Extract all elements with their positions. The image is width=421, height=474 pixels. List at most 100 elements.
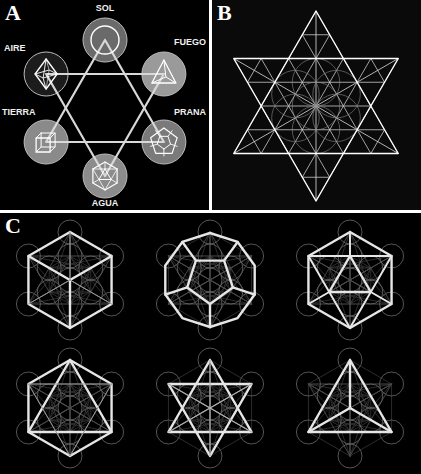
background-line xyxy=(28,256,70,304)
octahedron-symbol xyxy=(43,59,46,89)
octahedron-symbol xyxy=(46,59,49,89)
icosahedron-figure xyxy=(308,292,329,304)
metatron-cube xyxy=(296,348,403,468)
dodecahedron-symbol xyxy=(151,144,158,146)
background-line xyxy=(168,256,251,257)
icosahedron-figure xyxy=(308,232,391,328)
star-outline xyxy=(234,11,399,154)
tetrahedron-figure xyxy=(308,408,350,432)
icosahedron-figure xyxy=(349,232,351,256)
dodecahedron-figure xyxy=(224,242,238,261)
grid-line xyxy=(268,0,421,332)
octahedron-figure xyxy=(28,384,111,456)
metatron-cube xyxy=(156,348,263,468)
icosahedron-symbol xyxy=(105,162,106,169)
icosahedron-figure xyxy=(308,256,329,292)
star-tetrahedron-figure xyxy=(168,408,210,432)
cube-symbol xyxy=(50,147,55,152)
background-circle xyxy=(198,244,222,268)
cube-figure xyxy=(28,280,70,304)
icosahedron-figure xyxy=(350,292,371,328)
star-tetrahedron-figure xyxy=(210,408,252,432)
icosahedron-symbol xyxy=(99,180,105,191)
background-line xyxy=(168,256,251,304)
background-line xyxy=(308,432,350,456)
dodecahedron-symbol xyxy=(163,149,164,156)
cube-figure xyxy=(70,232,71,280)
star-tetrahedron-figure xyxy=(209,360,210,408)
background-line xyxy=(308,384,350,432)
background-line xyxy=(210,408,211,456)
background-line xyxy=(168,384,169,432)
dodecahedron-figure xyxy=(165,233,254,327)
icosahedron-figure xyxy=(371,256,392,292)
cube-symbol xyxy=(36,133,41,138)
star-tetrahedron-figure xyxy=(209,408,210,456)
icosahedron-figure xyxy=(371,292,392,304)
icosahedron-figure xyxy=(308,255,350,257)
background-circle xyxy=(338,444,362,468)
panel-a xyxy=(0,0,209,210)
octahedron-figure xyxy=(28,360,111,456)
background-line xyxy=(308,256,391,304)
background-line xyxy=(308,292,329,304)
star-tetrahedron-grid xyxy=(96,0,421,344)
background-line xyxy=(350,432,392,456)
grid-line xyxy=(144,0,364,332)
icosahedron-figure xyxy=(329,292,350,328)
hexagram-line xyxy=(46,74,164,176)
grid-line xyxy=(96,201,421,202)
tetrahedron-symbol xyxy=(152,60,176,83)
grid-line xyxy=(227,0,421,285)
icosahedron-figure xyxy=(350,255,392,257)
element-label: TIERRA xyxy=(2,108,36,117)
panel-letter: A xyxy=(5,2,21,24)
background-line xyxy=(168,384,210,432)
background-line xyxy=(251,384,252,432)
sphere-symbol xyxy=(91,26,119,54)
cube-figure xyxy=(28,232,111,328)
background-line xyxy=(210,304,211,328)
background-circle xyxy=(58,396,82,420)
element-label: AGUA xyxy=(92,199,119,208)
element-label: AIRE xyxy=(4,44,26,53)
metatron-figures xyxy=(16,220,403,468)
metatron-cube xyxy=(16,348,123,468)
dodecahedron-symbol xyxy=(157,136,170,149)
metatron-cube xyxy=(156,220,263,340)
icosahedron-symbol xyxy=(93,180,99,184)
tetrahedron-figure xyxy=(349,360,351,408)
metatron-cube xyxy=(16,220,123,340)
background-line xyxy=(350,256,392,304)
background-line xyxy=(70,256,112,304)
octahedron-symbol xyxy=(35,59,57,89)
background-line xyxy=(70,232,71,280)
background-line xyxy=(350,256,392,304)
background-line xyxy=(308,384,350,432)
cube-figure xyxy=(69,280,71,328)
background-line xyxy=(210,384,252,432)
background-line xyxy=(168,256,251,304)
cube-figure xyxy=(70,256,112,280)
grid-line xyxy=(268,0,421,261)
grid-line xyxy=(96,82,421,83)
grid-line xyxy=(185,0,405,308)
background-line xyxy=(70,384,112,432)
star-outline xyxy=(234,59,399,202)
dodecahedron-symbol xyxy=(171,144,178,146)
background-line xyxy=(391,384,392,432)
grid-line xyxy=(165,0,385,320)
tetrahedron-symbol xyxy=(164,60,176,83)
dodecahedron-figure xyxy=(209,304,211,327)
grid-line xyxy=(288,0,421,344)
background-circle xyxy=(296,372,320,396)
cube-symbol xyxy=(41,133,55,147)
panel-c xyxy=(0,213,421,474)
background-line xyxy=(210,360,211,408)
tetrahedron-symbol xyxy=(152,77,166,83)
grid-line xyxy=(247,0,421,320)
icosahedron-symbol xyxy=(111,169,117,180)
flower-circle xyxy=(272,70,320,118)
icosahedron-symbol xyxy=(111,180,117,184)
